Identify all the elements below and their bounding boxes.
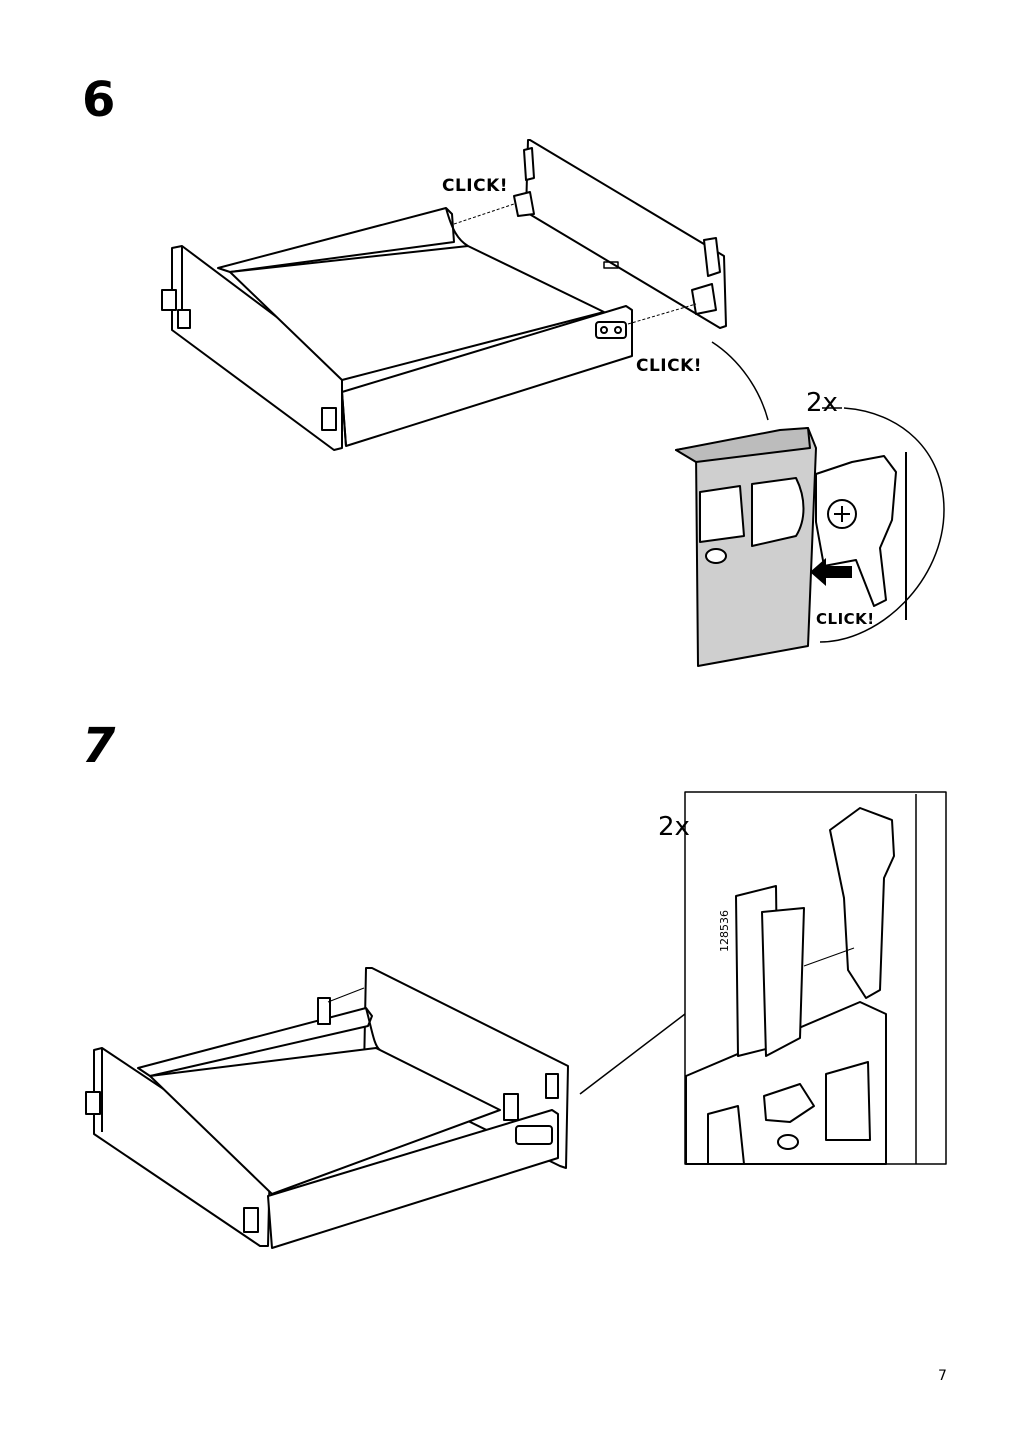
step7-drawer: [85, 967, 569, 1249]
click-label-middle: CLICK!: [636, 356, 703, 376]
step-7-number: 7: [82, 718, 116, 774]
click-label-top: CLICK!: [442, 176, 509, 196]
step6-quantity: 2x: [806, 388, 838, 418]
step6-front-panel: [453, 139, 727, 329]
step6-detail-bubble: [675, 341, 945, 667]
click-label-detail: CLICK!: [816, 610, 875, 628]
step7-quantity: 2x: [658, 812, 690, 842]
step6-drawer: [161, 207, 633, 451]
step7-detail-box: [579, 791, 947, 1165]
step-6-number: 6: [82, 72, 116, 128]
part-number: 128536: [718, 910, 731, 952]
page-number: 7: [938, 1368, 947, 1384]
